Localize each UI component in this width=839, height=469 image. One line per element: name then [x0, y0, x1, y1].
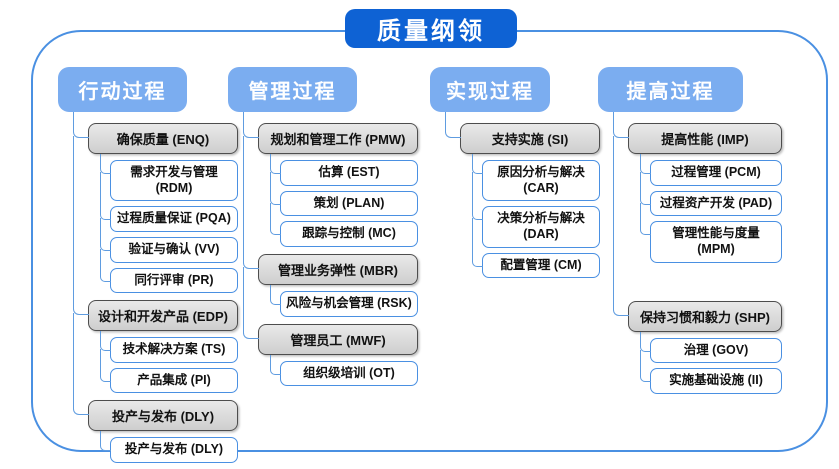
column-body: 确保质量 (ENQ) 需求开发与管理 (RDM) 过程质量保证 (PQA) 验证与确认… [73, 111, 238, 463]
diagram-title: 质量纲领 [345, 9, 517, 48]
column-header-improvement: 提高过程 [598, 67, 743, 112]
practice-box: 原因分析与解决 (CAR) [482, 160, 600, 202]
practice-box: 投产与发布 (DLY) [110, 437, 238, 463]
column-improvement: 提高过程提高性能 (IMP) 过程管理 (PCM) 过程资产开发 (PAD) 管理性能… [598, 67, 782, 394]
practice-item: 技术解决方案 (TS) [100, 331, 238, 370]
practice-item: 策划 (PLAN) [270, 184, 418, 223]
practice-item: 决策分析与解决 (DAR) [472, 200, 600, 255]
practice-list: 风险与机会管理 (RSK) [270, 284, 418, 317]
column-body: 规划和管理工作 (PMW) 估算 (EST) 策划 (PLAN) 跟踪与控制 (MC)… [243, 112, 418, 387]
practice-item: 同行评审 (PR) [100, 261, 238, 294]
practice-list: 需求开发与管理 (RDM) 过程质量保证 (PQA) 验证与确认 (VV) 同行评审 … [100, 153, 238, 294]
practice-item: 验证与确认 (VV) [100, 230, 238, 270]
practice-item: 投产与发布 (DLY) [100, 431, 238, 463]
practice-list: 估算 (EST) 策划 (PLAN) 跟踪与控制 (MC) [270, 154, 418, 247]
practice-list: 投产与发布 (DLY) [100, 431, 238, 463]
practice-item: 估算 (EST) [270, 154, 418, 193]
process-group: 规划和管理工作 (PMW) 估算 (EST) 策划 (PLAN) 跟踪与控制 (MC) [243, 112, 418, 256]
process-area-box: 规划和管理工作 (PMW) [258, 123, 418, 154]
process-group: 管理业务弹性 (MBR) 风险与机会管理 (RSK) [243, 246, 418, 326]
practice-list: 技术解决方案 (TS) 产品集成 (PI) [100, 331, 238, 394]
practice-item: 过程质量保证 (PQA) [100, 200, 238, 239]
process-area-box: 确保质量 (ENQ) [88, 123, 238, 154]
practice-list: 组织级培训 (OT) [270, 354, 418, 387]
practice-box: 过程资产开发 (PAD) [650, 190, 782, 217]
process-area-box: 提高性能 (IMP) [628, 123, 782, 154]
process-group: 支持实施 (SI) 原因分析与解决 (CAR)决策分析与解决 (DAR) 配置管理 … [445, 111, 600, 279]
practice-item: 管理性能与度量 (MPM) [640, 215, 782, 263]
practice-box: 策划 (PLAN) [280, 190, 418, 217]
practice-item: 产品集成 (PI) [100, 361, 238, 394]
practice-box: 技术解决方案 (TS) [110, 337, 238, 363]
column-header-action: 行动过程 [58, 67, 187, 112]
practice-box: 估算 (EST) [280, 160, 418, 186]
practice-item: 风险与机会管理 (RSK) [270, 284, 418, 317]
practice-box: 过程质量保证 (PQA) [110, 206, 238, 232]
practice-item: 原因分析与解决 (CAR) [472, 153, 600, 209]
practice-box: 产品集成 (PI) [110, 367, 238, 394]
process-group: 设计和开发产品 (EDP) 技术解决方案 (TS) 产品集成 (PI) [73, 293, 238, 403]
practice-list: 原因分析与解决 (CAR)决策分析与解决 (DAR) 配置管理 (CM) [472, 153, 600, 279]
column-header-implementation: 实现过程 [430, 67, 550, 112]
practice-item: 过程管理 (PCM) [640, 154, 782, 193]
practice-box: 需求开发与管理 (RDM) [110, 160, 238, 202]
practice-box: 同行评审 (PR) [110, 267, 238, 294]
column-header-management: 管理过程 [228, 67, 357, 112]
column-management: 管理过程规划和管理工作 (PMW) 估算 (EST) 策划 (PLAN) 跟踪与控制 … [228, 67, 418, 387]
practice-box: 决策分析与解决 (DAR) [482, 206, 600, 248]
practice-box: 治理 (GOV) [650, 337, 782, 364]
process-group: 保持习惯和毅力 (SHP) 治理 (GOV) 实施基础设施 (II) [613, 262, 782, 394]
practice-list: 治理 (GOV) 实施基础设施 (II) [640, 331, 782, 394]
practice-box: 跟踪与控制 (MC) [280, 221, 418, 247]
process-area-box: 管理业务弹性 (MBR) [258, 253, 418, 285]
practice-item: 组织级培训 (OT) [270, 354, 418, 387]
column-body: 支持实施 (SI) 原因分析与解决 (CAR)决策分析与解决 (DAR) 配置管理 … [445, 111, 600, 279]
practice-box: 风险与机会管理 (RSK) [280, 290, 418, 317]
column-implementation: 实现过程支持实施 (SI) 原因分析与解决 (CAR)决策分析与解决 (DAR) 配… [430, 67, 600, 279]
process-group: 提高性能 (IMP) 过程管理 (PCM) 过程资产开发 (PAD) 管理性能与度量 … [613, 112, 782, 271]
practice-list: 过程管理 (PCM) 过程资产开发 (PAD) 管理性能与度量 (MPM) [640, 154, 782, 263]
practice-item: 过程资产开发 (PAD) [640, 184, 782, 223]
practice-item: 需求开发与管理 (RDM) [100, 153, 238, 209]
practice-item: 治理 (GOV) [640, 331, 782, 370]
practice-item: 跟踪与控制 (MC) [270, 215, 418, 247]
column-action: 行动过程确保质量 (ENQ) 需求开发与管理 (RDM) 过程质量保证 (PQA) 验… [58, 67, 238, 463]
column-body: 提高性能 (IMP) 过程管理 (PCM) 过程资产开发 (PAD) 管理性能与度量 … [613, 112, 782, 394]
practice-box: 组织级培训 (OT) [280, 360, 418, 387]
process-area-box: 管理员工 (MWF) [258, 323, 418, 355]
practice-box: 配置管理 (CM) [482, 252, 600, 279]
process-group: 投产与发布 (DLY) 投产与发布 (DLY) [73, 393, 238, 463]
practice-box: 实施基础设施 (II) [650, 368, 782, 394]
process-area-box: 投产与发布 (DLY) [88, 400, 238, 432]
practice-box: 管理性能与度量 (MPM) [650, 221, 782, 263]
practice-box: 验证与确认 (VV) [110, 236, 238, 263]
process-group: 确保质量 (ENQ) 需求开发与管理 (RDM) 过程质量保证 (PQA) 验证与确认… [73, 111, 238, 303]
process-area-box: 设计和开发产品 (EDP) [88, 300, 238, 332]
practice-item: 实施基础设施 (II) [640, 362, 782, 394]
practice-item: 配置管理 (CM) [472, 246, 600, 279]
process-area-box: 保持习惯和毅力 (SHP) [628, 300, 782, 332]
practice-box: 过程管理 (PCM) [650, 160, 782, 186]
process-area-box: 支持实施 (SI) [460, 123, 600, 154]
process-group: 管理员工 (MWF) 组织级培训 (OT) [243, 316, 418, 387]
